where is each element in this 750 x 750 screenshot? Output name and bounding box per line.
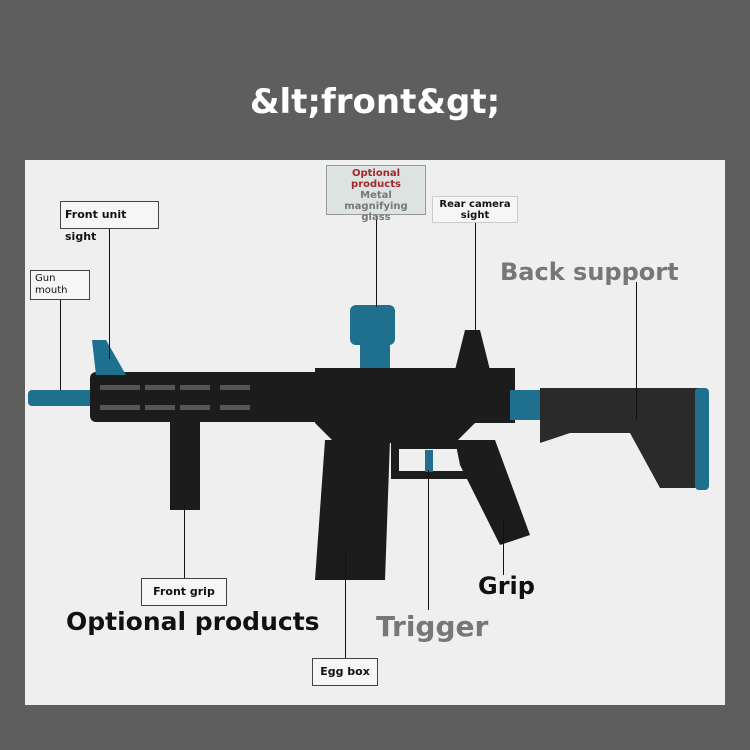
- rear-sight-label: Rear camera sight: [432, 196, 518, 223]
- gun-mouth-label: Gun mouth: [30, 270, 90, 300]
- foregrip: [170, 420, 200, 510]
- leader-line: [475, 222, 476, 332]
- leader-line: [503, 520, 504, 575]
- optional-sight-label: Optional products Metal magnifying glass: [326, 165, 426, 223]
- front-sight-label: Front unit sight: [60, 201, 159, 243]
- magazine: [315, 440, 390, 580]
- leader-line: [60, 298, 61, 390]
- optional-products-label: Optional products: [66, 607, 320, 636]
- leader-line: [636, 282, 637, 420]
- egg-box-label: Egg box: [312, 658, 378, 686]
- front-grip-label: Front grip: [141, 578, 227, 606]
- handguard: [90, 372, 320, 422]
- metal-glass-text: Metal magnifying glass: [344, 190, 408, 223]
- optional-top-text: Optional products: [351, 168, 401, 190]
- leader-line: [109, 229, 110, 359]
- leader-line: [428, 470, 429, 610]
- leader-line: [376, 212, 377, 307]
- stock: [510, 388, 709, 490]
- pistol-grip: [455, 440, 530, 545]
- grip-label: Grip: [478, 572, 535, 600]
- barrel-tip: [28, 390, 98, 406]
- receiver: [315, 368, 515, 443]
- trigger-label: Trigger: [376, 610, 489, 643]
- back-support-label: Back support: [500, 258, 679, 286]
- leader-line: [345, 550, 346, 658]
- leader-line: [184, 505, 185, 580]
- page-title: &lt;front&gt;: [249, 82, 501, 122]
- red-dot-sight: [350, 305, 395, 368]
- rear-sight: [455, 330, 490, 370]
